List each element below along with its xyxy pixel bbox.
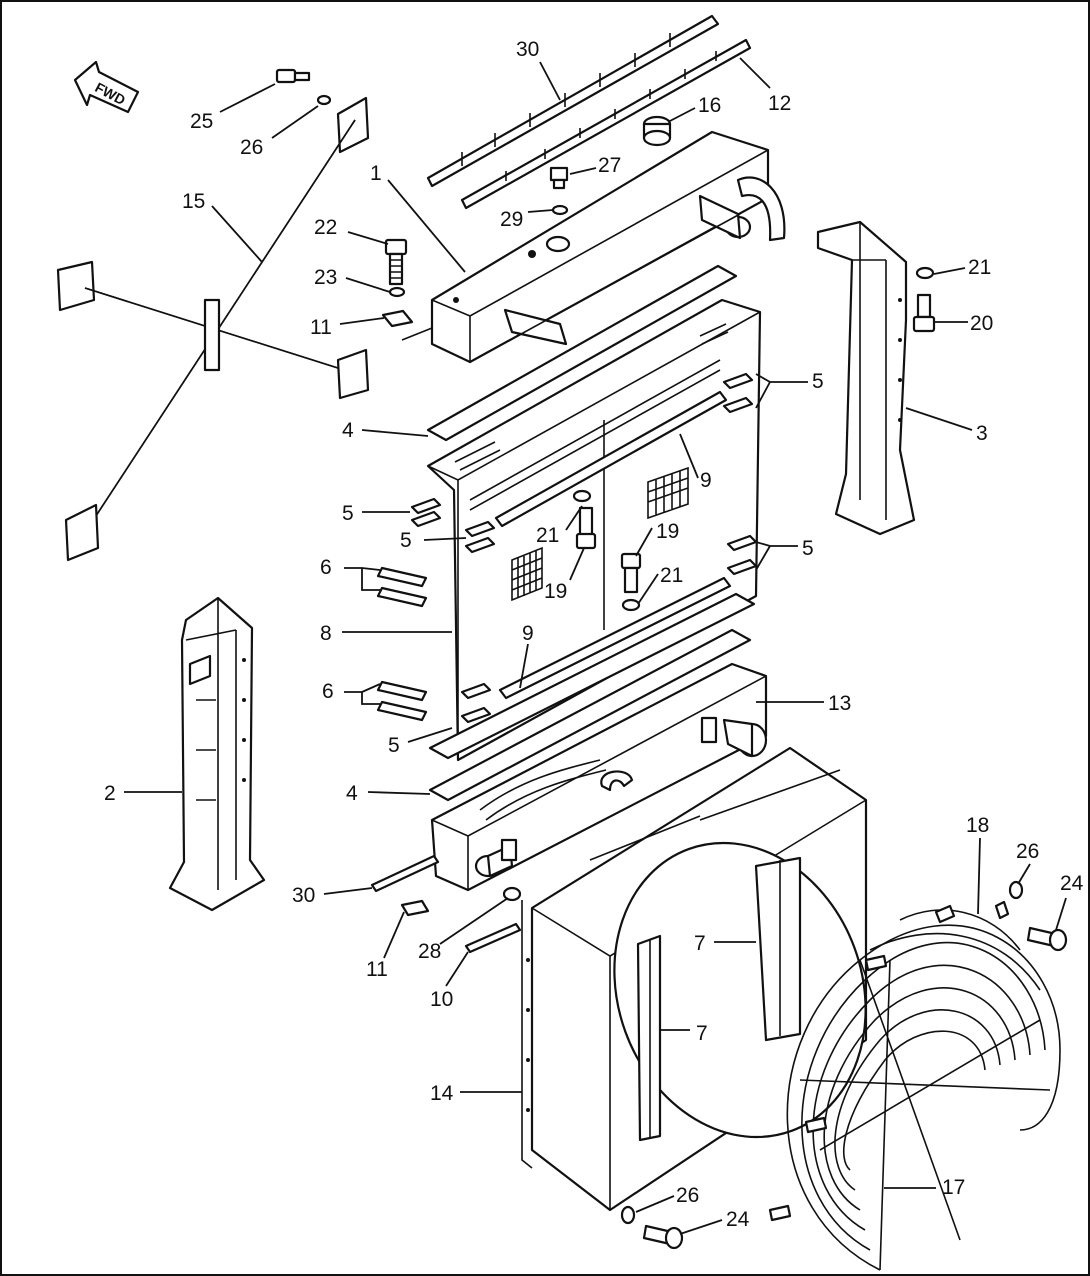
- callout-20: 20: [970, 312, 993, 335]
- part-6-plates: [376, 566, 428, 722]
- callout-1: 1: [370, 162, 382, 185]
- callout-11: 11: [366, 958, 388, 981]
- callout-30: 30: [292, 884, 315, 907]
- callout-26: 26: [1016, 840, 1039, 863]
- part-5-clips: [410, 372, 758, 724]
- part-17-18-fan-guard: [768, 900, 1061, 1271]
- callout-5: 5: [400, 529, 412, 552]
- part-15-cross-brace: [56, 96, 370, 562]
- callout-25: 25: [190, 110, 213, 133]
- callout-19: 19: [656, 520, 679, 543]
- callout-21: 21: [536, 524, 559, 547]
- callout-15: 15: [182, 190, 205, 213]
- callout-24: 24: [726, 1208, 750, 1231]
- callout-11: 11: [310, 316, 332, 339]
- core-mesh-left: [511, 546, 543, 602]
- callout-14: 14: [430, 1082, 454, 1105]
- callout-2: 2: [104, 782, 116, 805]
- part-21-washer-center-right: [621, 598, 641, 612]
- part-10-strip: [464, 922, 522, 954]
- callout-12: 12: [768, 92, 791, 115]
- callout-3: 3: [976, 422, 988, 445]
- part-30-stud-strip-top: [426, 14, 720, 188]
- callout-21: 21: [660, 564, 683, 587]
- callout-30: 30: [516, 38, 539, 61]
- part-26-washer-top: [316, 94, 332, 106]
- callout-13: 13: [828, 692, 851, 715]
- callout-labels: 30 12 25 26 16 27 29 1 15 22 23 11 21 20…: [104, 38, 1084, 1231]
- part-25-bolt: [275, 68, 311, 84]
- part-4-gasket-lower: [428, 628, 752, 802]
- part-14-fan-shroud: [521, 746, 868, 1212]
- part-11-plate-lower: [400, 899, 430, 917]
- callout-17: 17: [942, 1176, 965, 1199]
- part-9-strip-upper: [494, 390, 728, 528]
- callout-7: 7: [694, 932, 706, 955]
- core-mesh-right: [647, 466, 689, 520]
- callout-8: 8: [320, 622, 332, 645]
- part-11-plate-top: [381, 309, 414, 328]
- callout-29: 29: [500, 208, 523, 231]
- part-1-upper-tank: [401, 130, 786, 364]
- callout-18: 18: [966, 814, 989, 837]
- part-22-bolt: [384, 238, 408, 286]
- callout-26: 26: [676, 1184, 699, 1207]
- callout-5: 5: [388, 734, 400, 757]
- callout-21: 21: [968, 256, 991, 279]
- callout-28: 28: [418, 940, 441, 963]
- part-26-washer-bottom: [620, 1205, 636, 1225]
- callout-4: 4: [346, 782, 358, 805]
- part-28-nut: [502, 886, 522, 902]
- part-9-strip-lower: [498, 576, 732, 700]
- callout-16: 16: [698, 94, 721, 117]
- part-24-bolt-guard: [1026, 926, 1068, 952]
- callout-27: 27: [598, 154, 621, 177]
- part-2-left-side-support: [168, 596, 266, 912]
- part-27-plug: [549, 166, 569, 190]
- part-20-bolt: [912, 293, 936, 333]
- callout-7: 7: [696, 1022, 708, 1045]
- part-3-right-side-support: [816, 220, 916, 536]
- callout-19: 19: [544, 580, 567, 603]
- callout-22: 22: [314, 216, 337, 239]
- callout-5: 5: [812, 370, 824, 393]
- callout-9: 9: [522, 622, 534, 645]
- part-13-lower-tank: [430, 662, 768, 892]
- callout-5: 5: [802, 537, 814, 560]
- part-19-bolt-left: [575, 506, 597, 550]
- forward-arrow-icon: FWD: [73, 60, 140, 114]
- leader-lines: [124, 57, 1067, 1235]
- callout-6: 6: [322, 680, 334, 703]
- callout-23: 23: [314, 266, 337, 289]
- lower-gasket-2: [428, 592, 756, 760]
- callout-10: 10: [430, 988, 453, 1011]
- callout-9: 9: [700, 469, 712, 492]
- part-12-strip: [460, 38, 752, 210]
- part-4-gasket-upper: [426, 264, 738, 442]
- part-30-strip-lower: [370, 854, 440, 893]
- part-24-bolt-bottom: [642, 1224, 684, 1250]
- callout-26: 26: [240, 136, 263, 159]
- callout-6: 6: [320, 556, 332, 579]
- part-19-bolt-right: [620, 552, 642, 594]
- part-29-o-ring: [551, 204, 569, 216]
- part-21-washer-center-left: [572, 489, 592, 503]
- part-23-washer: [388, 286, 406, 298]
- part-26-washer-guard: [1008, 880, 1024, 900]
- callout-4: 4: [342, 419, 354, 442]
- callout-5: 5: [342, 502, 354, 525]
- callout-24: 24: [1060, 872, 1084, 895]
- part-21-washer-right: [915, 266, 935, 280]
